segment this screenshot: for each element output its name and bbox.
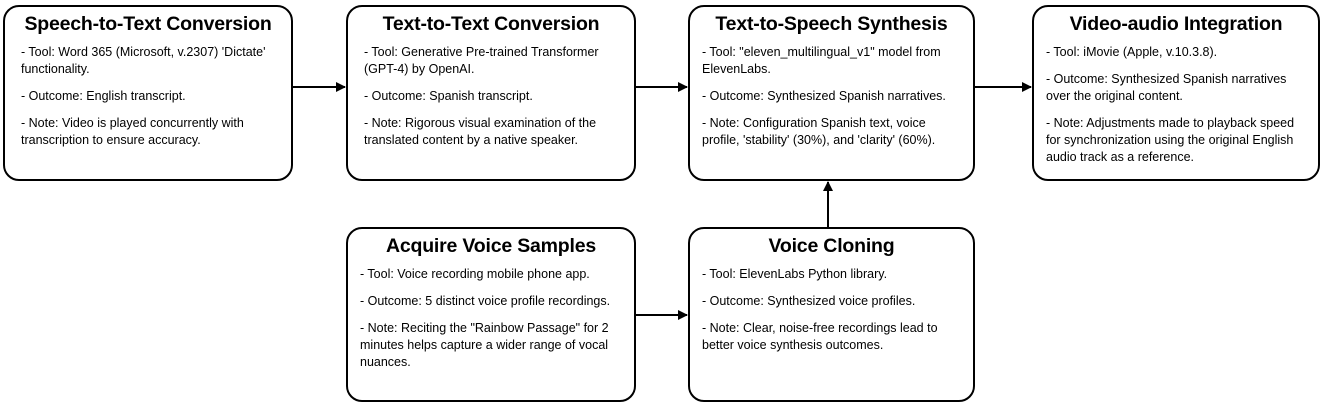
box-outcome: - Outcome: Spanish transcript. [364,89,533,103]
box-outcome: - Outcome: Synthesized Spanish narrative… [1046,72,1287,103]
video-audio-integration-box: Video-audio Integration - Tool: iMovie (… [1032,5,1320,181]
box-tool: - Tool: ElevenLabs Python library. [702,267,888,281]
box-note: - Note: Video is played concurrently wit… [21,116,244,147]
box-tool: - Tool: "eleven_multilingual_v1" model f… [702,45,941,76]
box-tool: - Tool: Voice recording mobile phone app… [360,267,590,281]
box-title: Voice Cloning [768,235,895,257]
text-to-text-box: Text-to-Text Conversion - Tool: Generati… [346,5,636,181]
box-title: Text-to-Text Conversion [382,13,600,35]
box-note: - Note: Rigorous visual examination of t… [364,116,597,147]
box-tool: - Tool: Word 365 (Microsoft, v.2307) 'Di… [21,45,266,76]
box-title: Acquire Voice Samples [385,235,597,257]
box-outcome: - Outcome: Synthesized Spanish narrative… [702,89,946,103]
box-tool: - Tool: Generative Pre-trained Transform… [364,45,599,76]
box-title: Speech-to-Text Conversion [24,13,272,35]
box-note: - Note: Clear, noise-free recordings lea… [702,321,938,352]
box-note: - Note: Reciting the "Rainbow Passage" f… [360,321,609,369]
box-note: - Note: Configuration Spanish text, voic… [702,116,936,147]
box-outcome: - Outcome: English transcript. [21,89,186,103]
text-to-speech-box: Text-to-Speech Synthesis - Tool: "eleven… [688,5,975,181]
voice-cloning-box: Voice Cloning - Tool: ElevenLabs Python … [688,227,975,402]
box-title: Video-audio Integration [1069,13,1283,35]
box-outcome: - Outcome: Synthesized voice profiles. [702,294,916,308]
box-title: Text-to-Speech Synthesis [715,13,948,35]
box-outcome: - Outcome: 5 distinct voice profile reco… [360,294,611,308]
acquire-voice-samples-box: Acquire Voice Samples - Tool: Voice reco… [346,227,636,402]
box-note: - Note: Adjustments made to playback spe… [1046,116,1295,164]
box-tool: - Tool: iMovie (Apple, v.10.3.8). [1046,45,1218,59]
speech-to-text-box: Speech-to-Text Conversion - Tool: Word 3… [3,5,293,181]
